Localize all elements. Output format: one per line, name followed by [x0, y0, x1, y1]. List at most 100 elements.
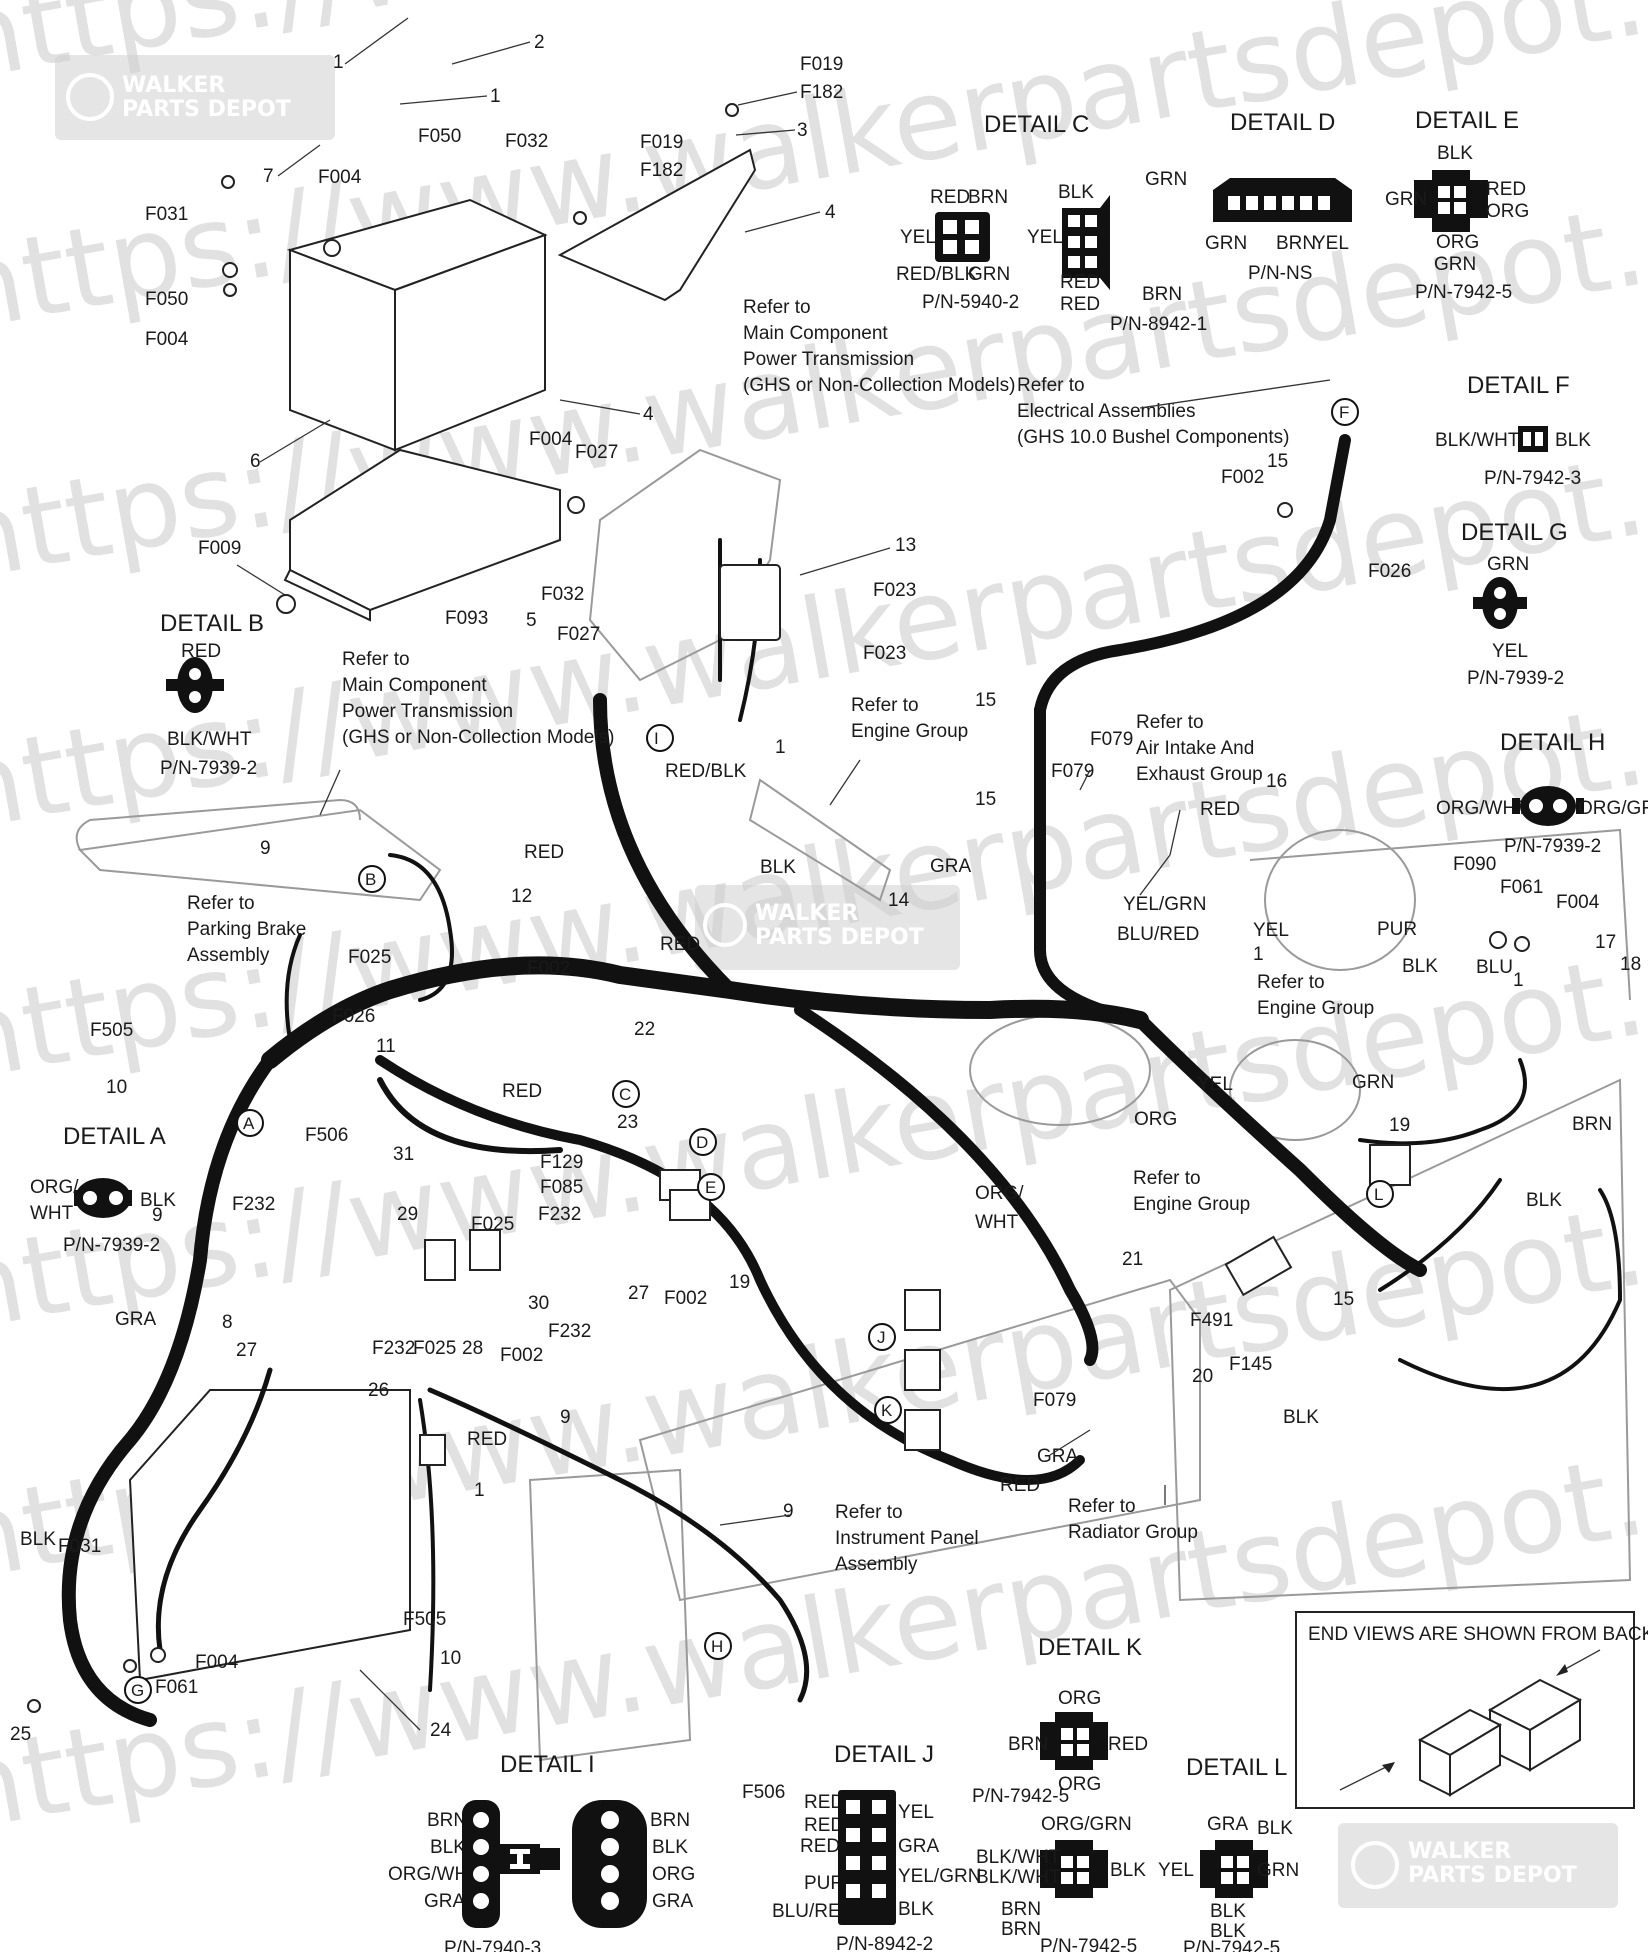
svg-text:GRN: GRN	[968, 264, 1010, 285]
svg-text:F004: F004	[318, 167, 362, 188]
svg-text:ORG: ORG	[652, 1864, 695, 1885]
svg-text:F032: F032	[541, 584, 584, 605]
svg-text:19: 19	[1389, 1115, 1410, 1136]
svg-text:RED: RED	[1486, 179, 1526, 200]
end-views-text: END VIEWS ARE SHOWN FROM BACK OF PLUG	[1308, 1624, 1648, 1645]
svg-text:17: 17	[1595, 932, 1616, 953]
svg-text:BLK: BLK	[898, 1899, 934, 1920]
detail-f-title: DETAIL F	[1467, 372, 1570, 399]
svg-text:F061: F061	[1500, 877, 1543, 898]
svg-text:24: 24	[430, 1720, 452, 1741]
svg-text:BLK/WHT: BLK/WHT	[976, 1867, 1061, 1888]
svg-text:GRA: GRA	[115, 1309, 157, 1330]
detail-j-pn: P/N-8942-2	[836, 1934, 933, 1952]
detail-b-pn: P/N-7939-2	[160, 758, 257, 779]
svg-text:RED: RED	[502, 1081, 542, 1102]
svg-text:BRN: BRN	[968, 187, 1008, 208]
svg-text:BLK: BLK	[20, 1529, 56, 1550]
svg-text:9: 9	[783, 1501, 794, 1522]
svg-text:6: 6	[250, 451, 261, 472]
svg-text:BLK: BLK	[1555, 430, 1591, 451]
svg-text:19: 19	[729, 1272, 750, 1293]
detail-l-title: DETAIL L	[1186, 1754, 1287, 1781]
svg-text:25: 25	[10, 1724, 31, 1745]
svg-text:F079: F079	[1033, 1390, 1076, 1411]
svg-text:9: 9	[260, 838, 271, 859]
svg-text:WHT: WHT	[975, 1212, 1019, 1233]
svg-text:YEL: YEL	[898, 1802, 934, 1823]
svg-text:A: A	[243, 1114, 255, 1133]
svg-text:BRN: BRN	[1001, 1899, 1041, 1920]
svg-text:30: 30	[528, 1293, 549, 1314]
relays	[419, 564, 1411, 1466]
svg-text:YEL: YEL	[1027, 227, 1063, 248]
plug-illustration	[1339, 1649, 1601, 1797]
svg-text:F002: F002	[664, 1288, 707, 1309]
svg-text:F027: F027	[557, 624, 600, 645]
svg-text:15: 15	[975, 690, 996, 711]
svg-text:F182: F182	[800, 82, 843, 103]
svg-text:H: H	[711, 1637, 723, 1656]
svg-text:BLK: BLK	[1210, 1901, 1246, 1922]
svg-text:RED: RED	[804, 1792, 844, 1813]
svg-text:F023: F023	[863, 643, 906, 664]
svg-text:RED: RED	[181, 641, 221, 662]
svg-text:14: 14	[888, 890, 910, 911]
svg-text:GRA: GRA	[1037, 1446, 1079, 1467]
svg-text:F093: F093	[445, 608, 488, 629]
svg-text:RED: RED	[1000, 1475, 1040, 1496]
detail-k-title: DETAIL K	[1038, 1634, 1142, 1661]
svg-text:GRN: GRN	[1487, 554, 1529, 575]
detail-a-title: DETAIL A	[63, 1123, 166, 1150]
detail-b: DETAIL B RED BLK/WHT P/N-7939-2	[160, 610, 264, 779]
svg-text:F491: F491	[1190, 1310, 1233, 1331]
svg-text:F004: F004	[195, 1652, 239, 1673]
detail-c: DETAIL C RED BRN YEL RED/BLK GRN P/N-594…	[896, 111, 1207, 335]
svg-text:E: E	[705, 1178, 716, 1197]
svg-text:RED: RED	[660, 934, 700, 955]
detail-a: DETAIL A ORG/ WHT BLK P/N-7939-2	[30, 1123, 176, 1256]
svg-text:10: 10	[106, 1077, 127, 1098]
svg-text:RED: RED	[1200, 799, 1240, 820]
svg-text:YEL: YEL	[900, 227, 936, 248]
svg-text:4: 4	[825, 202, 836, 223]
svg-text:RED: RED	[930, 187, 970, 208]
svg-text:1: 1	[490, 86, 501, 107]
svg-text:BLK: BLK	[1257, 1818, 1293, 1839]
svg-text:1: 1	[775, 737, 786, 758]
svg-text:GRN: GRN	[1434, 254, 1476, 275]
svg-text:5: 5	[526, 610, 537, 631]
svg-text:BLU/RED: BLU/RED	[1117, 924, 1199, 945]
svg-text:RED: RED	[1060, 294, 1100, 315]
svg-text:F004: F004	[529, 429, 573, 450]
svg-text:F002: F002	[527, 958, 570, 979]
svg-text:BLU: BLU	[1476, 957, 1513, 978]
main-harness	[61, 434, 1622, 1727]
svg-text:YEL: YEL	[1158, 1860, 1194, 1881]
detail-i-pn: P/N-7940-3	[444, 1938, 541, 1952]
svg-text:F004: F004	[1556, 892, 1600, 913]
svg-text:F031: F031	[58, 1536, 101, 1557]
svg-text:F050: F050	[418, 126, 461, 147]
svg-text:F182: F182	[640, 160, 683, 181]
part-callouts: 1 2 1 7 F050 F032 F004 F031 F019 F182 3 …	[10, 32, 1641, 1803]
svg-text:ORG/GRN: ORG/GRN	[1041, 1814, 1132, 1835]
svg-text:F023: F023	[873, 580, 916, 601]
svg-text:BLK/WHT: BLK/WHT	[1435, 430, 1520, 451]
svg-text:PUR: PUR	[1377, 919, 1417, 940]
detail-c-pn: P/N-5940-2	[922, 292, 1019, 313]
svg-text:F061: F061	[155, 1677, 198, 1698]
detail-g-pn: P/N-7939-2	[1467, 668, 1564, 689]
svg-text:GRN: GRN	[1145, 169, 1187, 190]
logo-line2: PARTS DEPOT	[755, 925, 924, 950]
svg-text:K: K	[881, 1401, 893, 1420]
end-views-note: END VIEWS ARE SHOWN FROM BACK OF PLUG	[1295, 1611, 1648, 1809]
detail-l: DETAIL L GRA BLK YEL GRN BLK BLK P/N-794…	[1158, 1754, 1299, 1952]
